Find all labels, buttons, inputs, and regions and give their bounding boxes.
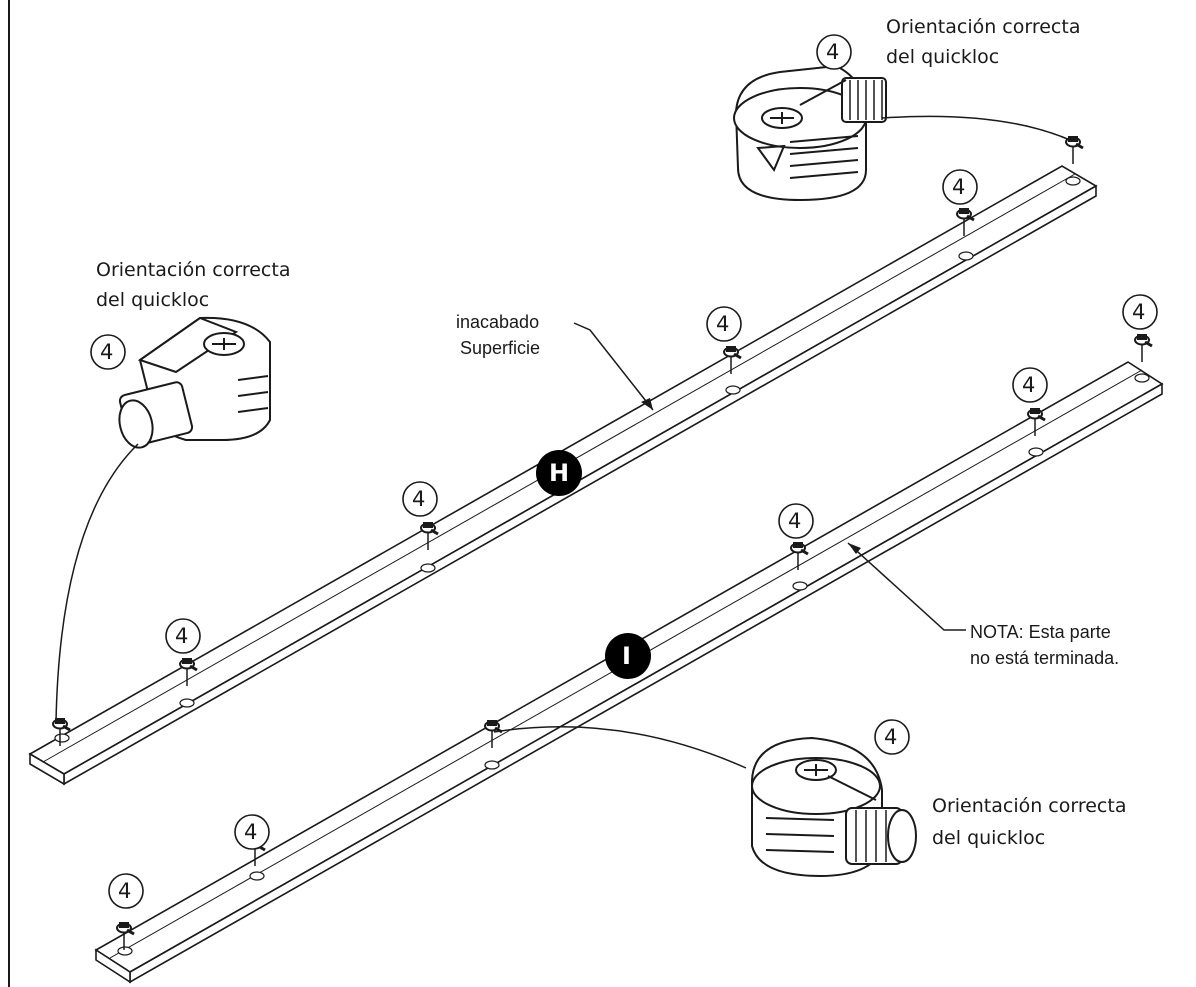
quickloc-label-left-line2: del quickloc	[96, 289, 210, 311]
quickloc-label-top-right-line1: Orientación correcta	[886, 16, 1081, 38]
quickloc-left-leader	[55, 443, 139, 723]
quickloc-detail-top-right	[733, 64, 887, 202]
part-callout-number: 4	[716, 312, 730, 336]
part-callout-number: 4	[1022, 373, 1036, 397]
part-callout-number: 4	[1132, 300, 1146, 324]
part-callout-number: 4	[412, 487, 426, 511]
part-callout-number: 4	[244, 820, 258, 844]
part-callout-number: 4	[952, 175, 966, 199]
surface-label-line2: Superficie	[460, 338, 541, 358]
rail-i-id: I	[622, 642, 631, 670]
quickloc-label-bottom-right-line2: del quickloc	[932, 827, 1046, 849]
quickloc-top-right-leader	[881, 115, 1071, 141]
part-callout-number: 4	[118, 879, 132, 903]
nota-leader	[847, 542, 966, 631]
part-callout-number: 4	[100, 340, 114, 364]
part-callout-number: 4	[884, 725, 898, 749]
rail-i-badge	[605, 633, 651, 679]
quickloc-label-top-right-line2: del quickloc	[886, 46, 1000, 68]
quickloc-bottom-right-leader	[493, 726, 747, 769]
nota-arrowhead	[848, 543, 861, 554]
part-callout-number: 4	[788, 509, 802, 533]
part-callouts	[90, 34, 1158, 909]
part-callout-number: 4	[175, 624, 189, 648]
quickloc-label-left-line1: Orientación correcta	[96, 259, 291, 281]
surface-arrowhead	[641, 398, 653, 410]
part-callout-number: 4	[826, 40, 840, 64]
nota-label-line1: NOTA: Esta parte	[970, 622, 1111, 642]
quickloc-label-bottom-right-line1: Orientación correcta	[932, 795, 1127, 817]
quickloc-detail-left	[118, 316, 271, 449]
rail-h-badge	[536, 450, 582, 496]
surface-label-line1: inacabado	[456, 312, 540, 332]
surface-leader	[573, 322, 654, 411]
nota-label-line2: no está terminada.	[970, 648, 1120, 668]
quickloc-detail-bottom-right	[751, 736, 917, 878]
rail-h-id: H	[549, 459, 570, 487]
